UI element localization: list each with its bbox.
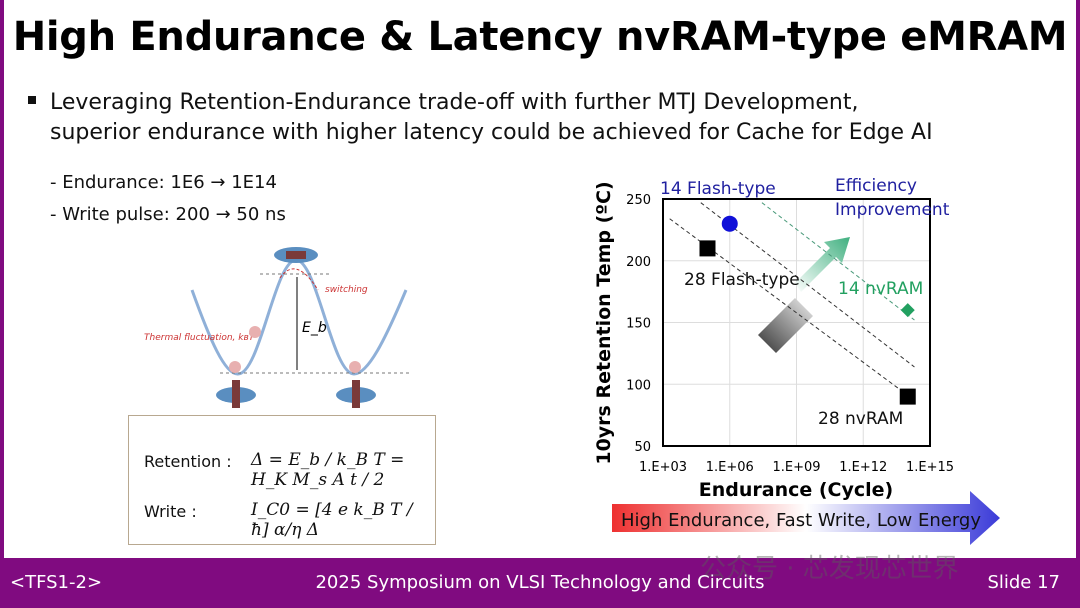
y-tick-label: 250 bbox=[626, 193, 651, 208]
eb-label: E_b bbox=[302, 320, 327, 336]
write-equation: I_C0 = [4 e k_B T / ħ] α/η Δ bbox=[251, 500, 413, 540]
bullet-icon bbox=[28, 96, 36, 104]
trend-line bbox=[700, 202, 915, 368]
x-tick-label: 1.E+06 bbox=[706, 460, 754, 475]
efficiency-arrow bbox=[795, 237, 850, 292]
chart: 1.E+03 1.E+06 1.E+09 1.E+12 1.E+15 50 100 150 20… bbox=[593, 176, 1000, 545]
y-tick-label: 100 bbox=[626, 378, 651, 393]
footer-conference: 2025 Symposium on VLSI Technology and Ci… bbox=[315, 572, 765, 593]
label-14-nvram: 14 nvRAM bbox=[838, 279, 923, 299]
footer-session: <TFS1-2> bbox=[10, 572, 103, 593]
bullet-text: Leveraging Retention-Endurance trade-off… bbox=[28, 88, 933, 148]
benefit-arrow bbox=[612, 491, 1000, 545]
x-tick-label: 1.E+09 bbox=[772, 460, 820, 475]
data-point-diamond bbox=[900, 303, 915, 318]
data-point-circle bbox=[721, 215, 738, 232]
y-tick-label: 50 bbox=[634, 440, 651, 455]
footer-slide-number: Slide 17 bbox=[987, 572, 1060, 593]
page-title: High Endurance & Latency nvRAM-type eMRA… bbox=[12, 14, 1068, 60]
write-label: Write : bbox=[144, 502, 197, 521]
trend-line bbox=[761, 202, 915, 321]
label-14-flash: 14 Flash-type bbox=[660, 179, 776, 199]
gray-arrow-body bbox=[758, 298, 813, 353]
bullet-line-1: Leveraging Retention-Endurance trade-off… bbox=[50, 90, 859, 115]
label-28-flash: 28 Flash-type bbox=[684, 270, 800, 290]
x-tick-label: 1.E+15 bbox=[906, 460, 954, 475]
label-28-nvram: 28 nvRAM bbox=[818, 409, 903, 429]
x-tick-label: 1.E+12 bbox=[839, 460, 887, 475]
data-point-square bbox=[699, 240, 716, 257]
energy-curve bbox=[190, 258, 408, 376]
x-axis-label: Endurance (Cycle) bbox=[699, 479, 893, 501]
y-tick-label: 150 bbox=[626, 317, 651, 332]
y-tick-label: 200 bbox=[626, 255, 651, 270]
bullet-line-2: superior endurance with higher latency c… bbox=[50, 120, 933, 145]
sub-endurance: - Endurance: 1E6 → 1E14 bbox=[50, 172, 277, 193]
plot-frame bbox=[662, 198, 931, 447]
sub-write-pulse: - Write pulse: 200 → 50 ns bbox=[50, 204, 286, 225]
y-axis-label: 10yrs Retention Temp (ºC) bbox=[593, 181, 615, 464]
energy-barrier-diagram: E_b switching Thermal fluctuation, kʙT bbox=[144, 247, 410, 408]
equation-box: Retention : Δ = E_b / k_B T = H_K M_s A … bbox=[128, 415, 436, 545]
watermark: 公众号 · 芯发现芯世界 bbox=[700, 554, 959, 584]
benefit-arrow-label: High Endurance, Fast Write, Low Energy bbox=[621, 510, 981, 531]
retention-label: Retention : bbox=[144, 452, 232, 471]
retention-equation: Δ = E_b / k_B T = H_K M_s A t / 2 bbox=[251, 450, 405, 490]
switching-label: switching bbox=[325, 285, 368, 295]
x-tick-label: 1.E+03 bbox=[639, 460, 687, 475]
data-point-square bbox=[899, 388, 916, 405]
thermal-label: Thermal fluctuation, kʙT bbox=[144, 333, 256, 343]
